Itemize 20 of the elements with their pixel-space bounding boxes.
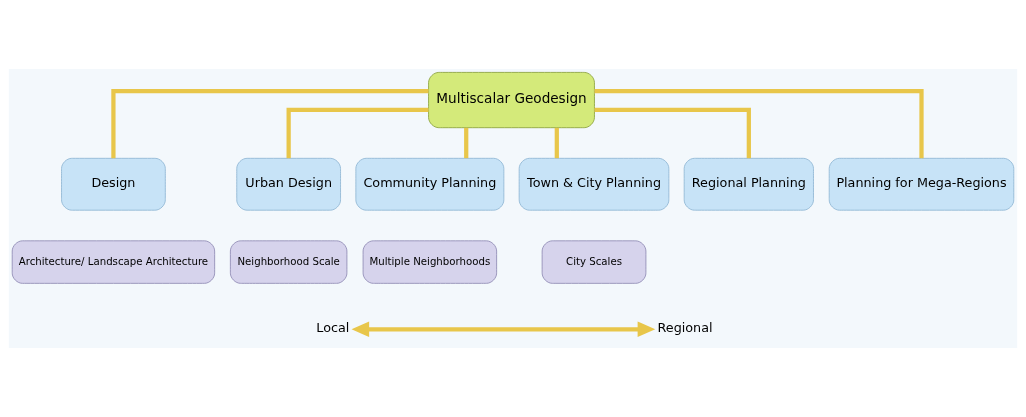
node-box: Neighborhood Scale (229, 240, 348, 284)
connector (554, 127, 559, 159)
node-box: Community Planning (355, 157, 505, 211)
connector (594, 89, 924, 159)
node-text: Regional (657, 320, 713, 336)
node-box: Multiscalar Geodesign (428, 71, 595, 129)
connector (594, 107, 751, 159)
node-box: City Scales (541, 240, 647, 284)
node-box: Town & City Planning (518, 157, 670, 211)
node-box: Multiple Neighborhoods (362, 240, 498, 284)
node-box: Planning for Mega-Regions (828, 157, 1015, 211)
node-box: Urban Design (236, 157, 341, 211)
connector (111, 89, 429, 159)
node-box: Architecture/ Landscape Architecture (11, 240, 216, 284)
arrow (351, 321, 656, 337)
connector (286, 107, 429, 159)
node-text: Local (316, 320, 350, 336)
node-box: Regional Planning (683, 157, 814, 211)
connector (464, 127, 469, 159)
node-box: Design (61, 157, 166, 211)
